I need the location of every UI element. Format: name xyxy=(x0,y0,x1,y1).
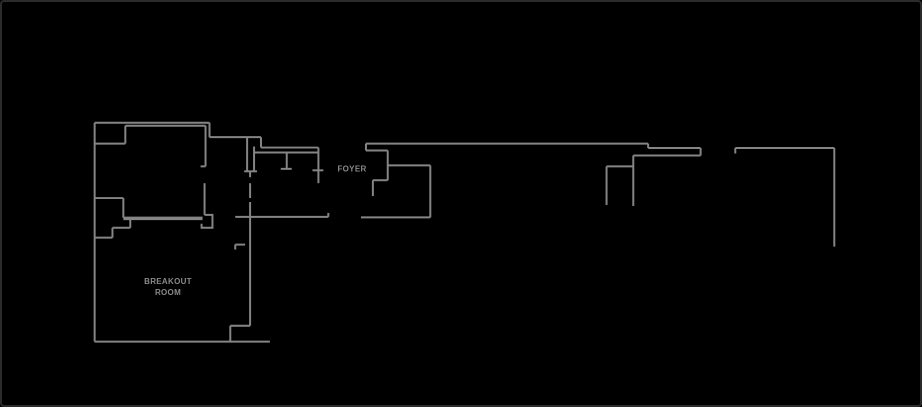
wall-door-post-square xyxy=(200,213,214,229)
room-label-breakout-room: BREAKOUT ROOM xyxy=(144,276,192,297)
room-label-foyer: FOYER xyxy=(337,164,367,173)
